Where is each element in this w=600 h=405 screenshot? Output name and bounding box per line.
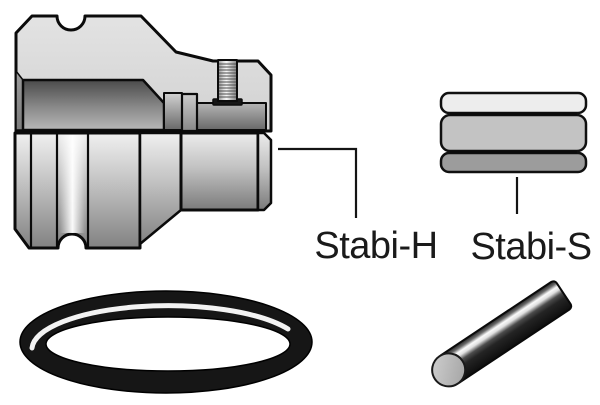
hex-mid-facet: [439, 113, 588, 153]
socket-serration-lines: [29, 134, 90, 247]
o-ring-body: [19, 290, 313, 394]
thread-stud: [217, 59, 238, 102]
stabi-s-label: Stabi-S: [470, 226, 592, 268]
retainer-tab: [180, 92, 199, 133]
hex-top-facet: [439, 91, 588, 115]
stabi-s-coupler: [439, 91, 588, 174]
stabi-h-label: Stabi-H: [314, 225, 438, 267]
nipple-cylinder: [179, 131, 260, 212]
transition-cone: [138, 131, 183, 246]
stabi-h-leader-line: [278, 147, 358, 218]
thread-hatching: [219, 63, 236, 98]
steel-rod: [431, 280, 573, 388]
o-ring: [19, 290, 313, 394]
rod-end-face: [431, 352, 467, 388]
o-ring-highlight: [29, 303, 291, 351]
socket-highlight: [60, 135, 85, 233]
stabi-h-fitting: [13, 14, 273, 250]
hose-insert-shadow: [21, 78, 166, 132]
hex-bottom-facet: [439, 151, 588, 174]
nipple-end-band: [256, 131, 273, 212]
